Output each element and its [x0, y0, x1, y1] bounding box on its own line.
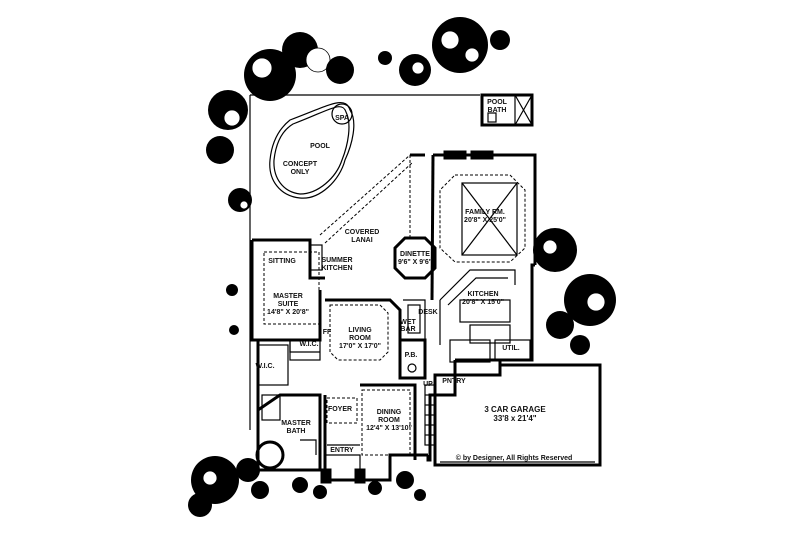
master-bath-label-1: MASTER	[281, 420, 311, 427]
dining-room-label-2: ROOM	[378, 417, 400, 424]
dinette-label: DINETTE	[400, 251, 430, 258]
dining-room-dims: 12'4" X 13'10"	[366, 425, 412, 432]
pb-label: P.B.	[405, 352, 418, 359]
entry-label: ENTRY	[330, 447, 354, 454]
master-bath	[255, 393, 322, 470]
concept-label-1: CONCEPT	[283, 161, 318, 168]
pool-bath	[480, 93, 534, 127]
family-room-features	[439, 150, 526, 263]
pool-bath-label-1: POOL	[487, 99, 508, 106]
room-labels: POOL BATH SPA POOL CONCEPT ONLY FAMILY R…	[255, 99, 572, 462]
garage-dims: 33'8 x 21'4"	[493, 414, 536, 423]
shrubs-right	[533, 228, 616, 355]
living-room-dims: 17'0" X 17'0"	[339, 343, 381, 350]
master-suite-label-2: SUITE	[278, 301, 299, 308]
closets	[257, 338, 427, 386]
spa-label: SPA	[335, 115, 349, 122]
master-suite-label-1: MASTER	[273, 293, 303, 300]
summer-kitchen-label-1: SUMMER	[321, 257, 352, 264]
lanai-outline	[319, 154, 414, 244]
copyright-notice: © by Designer, All Rights Reserved	[456, 454, 573, 462]
kitchen-label: KITCHEN	[467, 291, 498, 298]
wet-bar-label-2: BAR	[400, 326, 415, 333]
property-boundary	[249, 94, 480, 430]
palm-tree-top-right	[378, 17, 510, 86]
entry	[320, 454, 366, 484]
kitchen-dims: 20'8" X 15'0"	[462, 299, 504, 306]
dinette-features	[393, 236, 437, 280]
master-suite-dims: 14'8" X 20'8"	[267, 309, 309, 316]
desk-label: DESK	[418, 309, 437, 316]
covered-lanai-label-1: COVERED	[345, 229, 380, 236]
ff-label: FF	[323, 329, 332, 336]
summer-kitchen	[309, 244, 323, 271]
summer-kitchen-label-2: KITCHEN	[321, 265, 352, 272]
util-label: UTIL.	[502, 345, 520, 352]
pool-label: POOL	[310, 143, 331, 150]
living-room-walls	[325, 298, 426, 375]
concept-label-2: ONLY	[291, 169, 310, 176]
foyer-dining	[323, 383, 417, 470]
living-room-label-1: LIVING	[348, 327, 372, 334]
pantry-label: PNTRY	[442, 378, 466, 385]
dinette-dims: 9'6" X 9'6"	[398, 259, 432, 266]
pool	[269, 101, 355, 199]
family-room-dims: 20'8" X 25'0"	[464, 217, 506, 224]
garage	[433, 363, 602, 467]
wic-left-label: W.I.C.	[255, 363, 274, 370]
dining-room-label-1: DINING	[377, 409, 402, 416]
up-label: UP	[423, 381, 433, 388]
palm-tree-top-left	[206, 32, 354, 212]
foyer-label: FOYER	[328, 406, 352, 413]
shrubs-bottom-left	[188, 284, 269, 517]
garage-label: 3 CAR GARAGE	[484, 405, 546, 414]
covered-lanai-label-2: LANAI	[351, 237, 372, 244]
wic-upper-label: W.I.C.	[299, 341, 318, 348]
kitchen-features	[439, 269, 516, 345]
shrubs-bottom-center	[292, 471, 426, 501]
master-bath-label-2: BATH	[287, 428, 306, 435]
landscaping	[188, 17, 616, 517]
pool-bath-label-2: BATH	[488, 107, 507, 114]
sitting-label: SITTING	[268, 258, 296, 265]
wet-bar-label-1: WET	[400, 319, 416, 326]
living-room-label-2: ROOM	[349, 335, 371, 342]
family-room-label: FAMILY RM.	[465, 209, 505, 216]
